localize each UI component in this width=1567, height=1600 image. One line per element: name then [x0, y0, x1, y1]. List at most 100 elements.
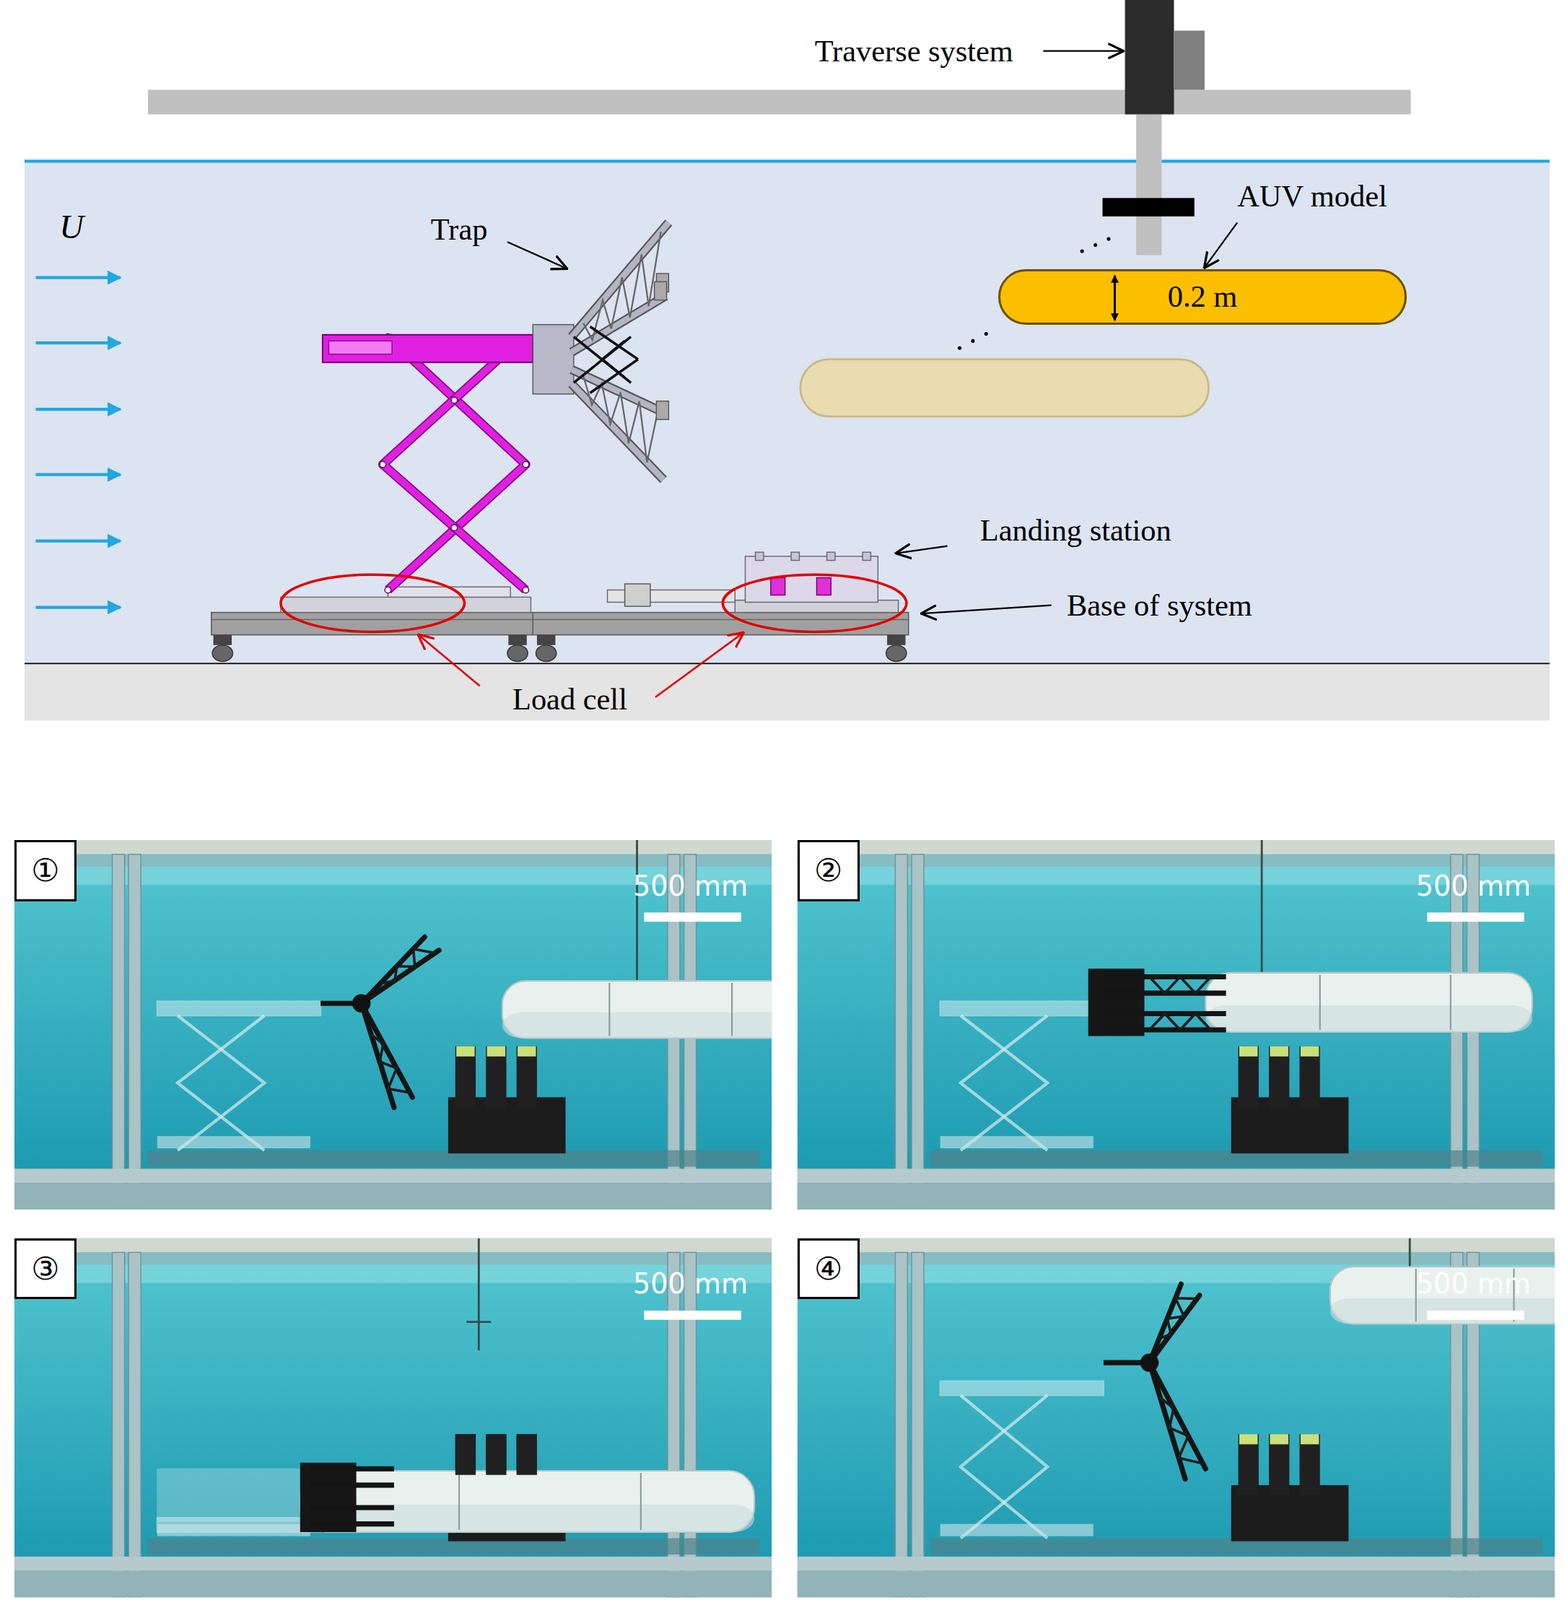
tank-post: [112, 1252, 125, 1598]
station-upright: [1238, 1046, 1259, 1108]
node-text: ①: [31, 854, 60, 887]
base-foot: [212, 645, 233, 662]
motion-dot: [984, 332, 989, 336]
tank-frame: [797, 1183, 1555, 1210]
auv-ghost: [800, 359, 1209, 417]
load-cell-marker: [722, 574, 907, 632]
photo-ceiling: [797, 840, 1555, 855]
photo-water: [797, 840, 1555, 1210]
flow-arrow: [36, 407, 121, 411]
scale-bar: [643, 912, 741, 922]
trap-lattice: [1149, 977, 1212, 994]
traverse-carriage: [1125, 0, 1175, 115]
node-text: ④: [814, 1253, 843, 1285]
part-label: AUV model: [1237, 180, 1388, 211]
station-upright: [1238, 1434, 1259, 1496]
station-pad: [456, 1046, 475, 1057]
auv-shade: [1205, 1005, 1533, 1033]
scissor-pin: [451, 396, 457, 403]
station-clamp: [770, 578, 786, 596]
lift-carriage: [940, 1136, 1094, 1149]
station-pad: [1269, 1046, 1288, 1057]
trap-lattice: [1159, 1298, 1198, 1340]
leader-arrow: [418, 635, 480, 687]
station-upright: [455, 1046, 476, 1108]
scale-bar: [1426, 1310, 1524, 1321]
lift-arm: [940, 1001, 1104, 1016]
scale-label: 500 mm: [1416, 1270, 1531, 1298]
base-rail-edge: [211, 619, 909, 621]
station-pad: [1300, 1046, 1319, 1057]
trap-finger: [310, 1482, 395, 1488]
station-upright: [1299, 1434, 1320, 1496]
trap-net: [601, 359, 625, 378]
trap-mount: [532, 324, 574, 395]
tank-post: [911, 854, 924, 1210]
station-upright: [485, 1434, 506, 1476]
trap-hinge: [654, 281, 667, 300]
scale-label: 500 mm: [1416, 872, 1531, 901]
trap-hub: [352, 994, 371, 1013]
traverse-rod: [1136, 114, 1162, 255]
station-pad: [1300, 1434, 1319, 1445]
station-bracket: [791, 552, 800, 561]
auv-body: [502, 980, 772, 1038]
trap-hub: [1140, 1353, 1159, 1372]
scissor-pin: [522, 586, 529, 593]
photo-panel: [14, 840, 809, 1225]
tank-frame: [797, 1556, 1555, 1572]
lift-arm: [322, 334, 533, 363]
photo-content: [14, 840, 772, 1210]
part-label: Landing station: [980, 515, 1172, 546]
trap-sleeve: [157, 1468, 321, 1523]
motion-dot: [957, 346, 962, 351]
trap-lattice: [1149, 1013, 1212, 1030]
photo-water: [797, 1238, 1555, 1599]
panel-number-box: ②: [797, 840, 860, 902]
trap-lattice: [380, 949, 436, 984]
trap-finger: [361, 950, 439, 1005]
trap-finger: [310, 1466, 395, 1472]
scissor-link: [387, 337, 526, 591]
auv-ring: [458, 1473, 460, 1531]
scissor-link: [387, 337, 526, 591]
tank-post: [911, 1252, 924, 1598]
tank-frame: [14, 1168, 772, 1184]
scale-label: 500 mm: [633, 872, 748, 901]
base-foot: [507, 645, 528, 662]
part-label: Load cell: [512, 684, 628, 715]
node-text: ②: [814, 854, 843, 887]
tank-frame: [797, 1168, 1555, 1184]
lift-carriage: [157, 1136, 311, 1149]
flow-arrow: [36, 276, 121, 280]
leader-arrow: [1042, 50, 1123, 52]
auv-strut: [635, 840, 639, 981]
auv-shade: [300, 1504, 755, 1533]
base-foot: [887, 635, 906, 646]
station-bracket: [755, 552, 764, 561]
scissor-link: [960, 1395, 1048, 1539]
base-foot: [213, 635, 232, 646]
photo-ceiling: [14, 840, 772, 855]
tank-rail: [797, 854, 1555, 867]
scale-bar: [643, 1310, 741, 1321]
scissor-link: [382, 339, 526, 591]
tank-rail: [14, 854, 772, 867]
station-upright: [1268, 1434, 1290, 1496]
leader-arrow: [655, 633, 744, 698]
station-clamp: [816, 578, 831, 596]
tank-floor: [24, 663, 1550, 721]
leader-arrow: [921, 605, 1052, 614]
auv-strut: [1260, 840, 1264, 973]
tank-frame: [14, 1183, 772, 1210]
schematic: [24, 0, 1550, 722]
trap-arm: [571, 383, 664, 480]
base-foot: [508, 635, 527, 646]
tank-frame: [14, 1556, 772, 1572]
motion-dot: [1093, 243, 1098, 247]
scale-bar: [1426, 912, 1524, 922]
part-label: Trap: [430, 214, 488, 245]
